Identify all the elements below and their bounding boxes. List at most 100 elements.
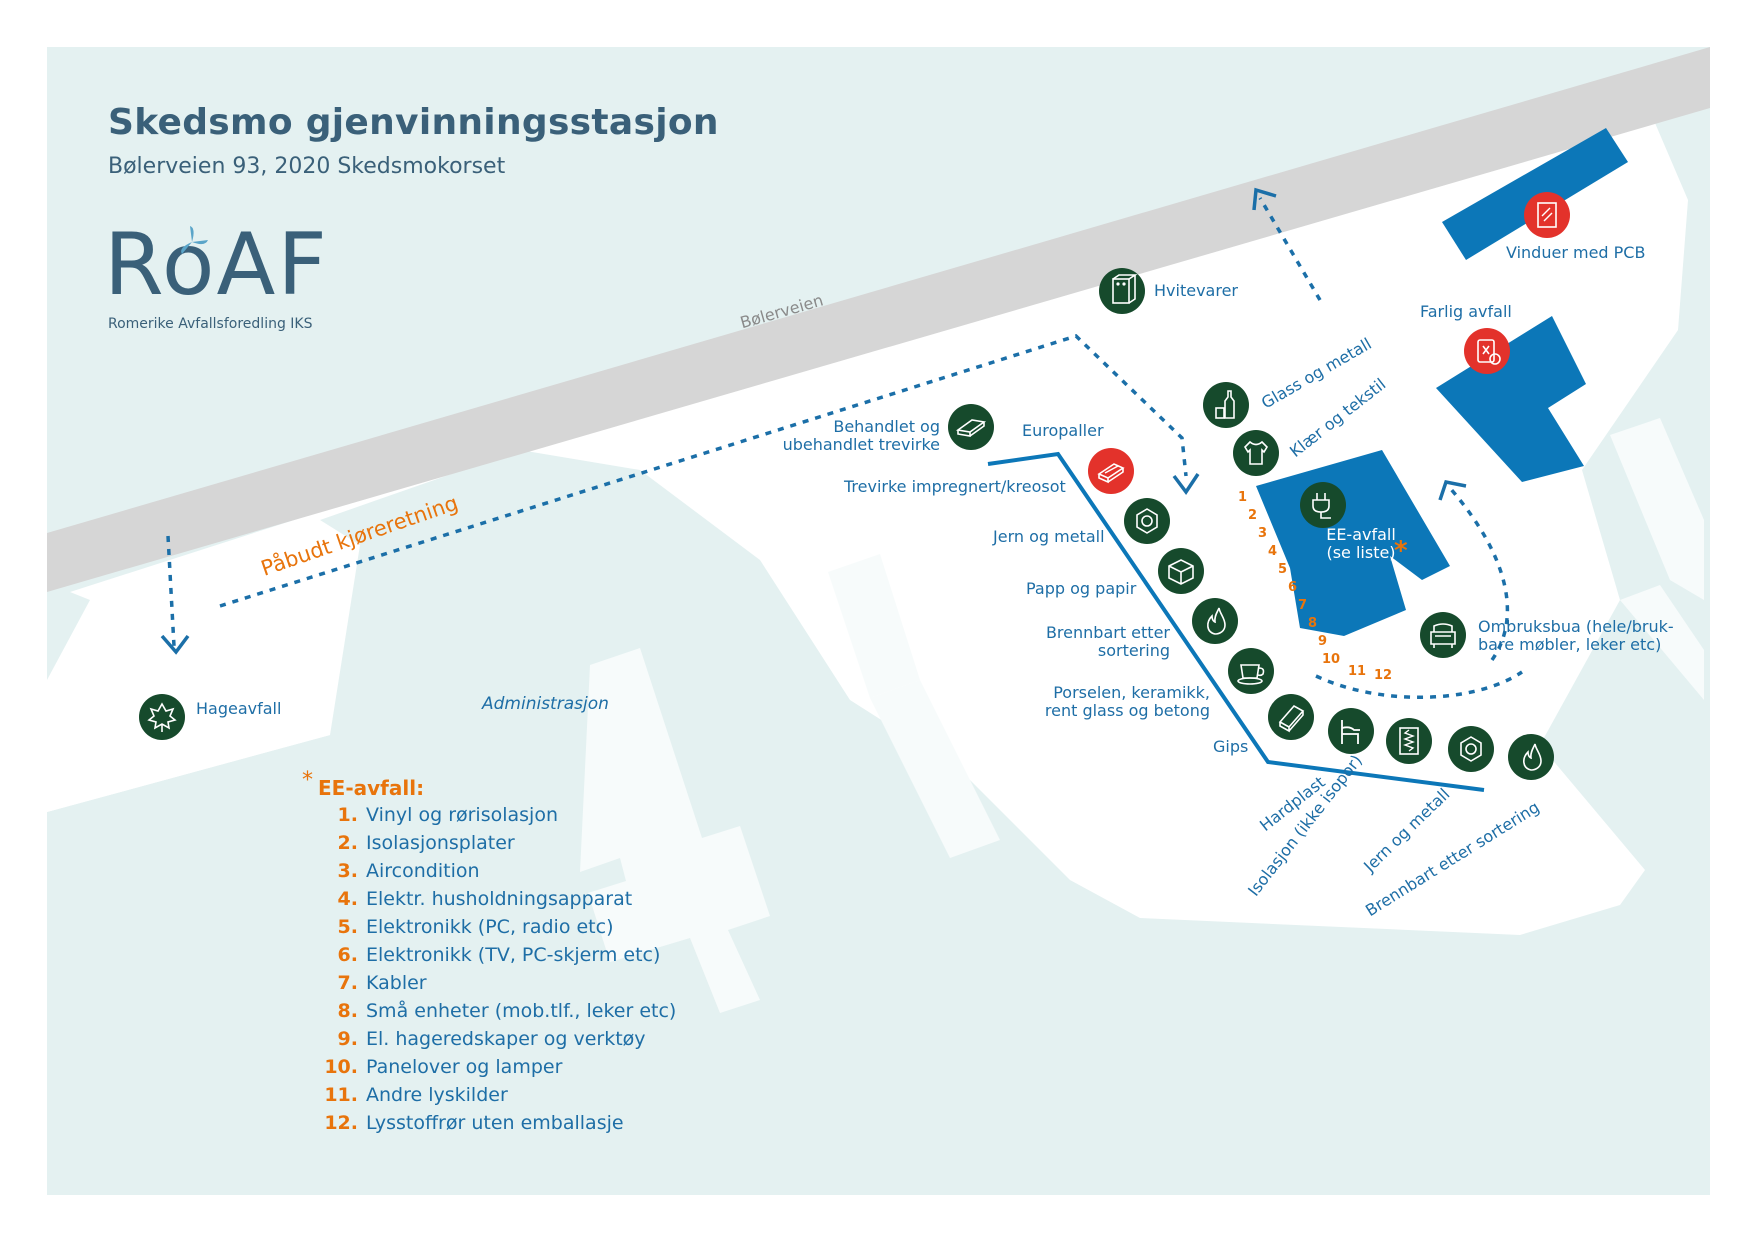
- board-icon[interactable]: [1268, 694, 1314, 740]
- box-icon[interactable]: [1158, 548, 1204, 594]
- label-europaller: Europaller: [1022, 421, 1104, 440]
- label-trevirke-line1: Behandlet og: [833, 417, 940, 436]
- admin-label: Administrasjon: [482, 694, 609, 714]
- nut-icon[interactable]: [1124, 498, 1170, 544]
- legend-item: 5. Elektronikk (PC, radio etc): [318, 916, 676, 944]
- label-porselen: Porselen, keramikk, rent glass og betong: [1000, 684, 1210, 720]
- insulation-icon[interactable]: [1386, 718, 1432, 764]
- bay-number: 5: [1278, 562, 1288, 577]
- label-ombruk-line1: Ombruksbua (hele/bruk-: [1478, 617, 1674, 636]
- nut-icon[interactable]: [1448, 726, 1494, 772]
- legend-item: 4. Elektr. husholdningsapparat: [318, 888, 676, 916]
- bay-number: 1: [1238, 490, 1248, 505]
- label-brennbart-line1: Brennbart etter: [1045, 623, 1170, 642]
- legend-text: Elektronikk (PC, radio etc): [366, 916, 614, 938]
- ee-legend-list: 1. Vinyl og rørisolasjon 2.Isolasjonsplat…: [318, 804, 676, 1140]
- legend-num: 2.: [337, 832, 358, 854]
- pallet-icon[interactable]: [1088, 448, 1134, 494]
- label-trevirke-line2: ubehandlet trevirke: [782, 435, 940, 454]
- legend-num: 5.: [337, 916, 358, 938]
- chair-icon[interactable]: [1328, 708, 1374, 754]
- page-address: Bølerveien 93, 2020 Skedsmokorset: [108, 154, 506, 179]
- admin-building: [580, 648, 770, 1013]
- label-brennbart: Brennbart etter sortering: [1000, 624, 1170, 660]
- label-jern-metall: Jern og metall: [993, 527, 1105, 546]
- legend-text: Kabler: [366, 972, 427, 994]
- window-icon[interactable]: [1524, 192, 1570, 238]
- fridge-icon[interactable]: [1099, 268, 1145, 314]
- legend-item: 12.Lysstoffrør uten emballasje: [318, 1112, 676, 1140]
- bay-number: 3: [1258, 526, 1268, 541]
- cup-icon[interactable]: [1228, 648, 1274, 694]
- label-gips: Gips: [1213, 737, 1249, 756]
- legend-text: Aircondition: [366, 860, 480, 882]
- building-farlig-avfall: [1436, 316, 1586, 482]
- legend-item: 10. Panelover og lamper: [318, 1056, 676, 1084]
- flame-icon[interactable]: [1192, 598, 1238, 644]
- arrow-heads: [160, 187, 1467, 655]
- label-hageavfall: Hageavfall: [196, 699, 282, 718]
- bay-number: 12: [1374, 668, 1393, 683]
- legend-item: 11.Andre lyskilder: [318, 1084, 676, 1112]
- label-porselen-line2: rent glass og betong: [1044, 701, 1210, 720]
- wood-icon[interactable]: [948, 404, 994, 450]
- legend-num: 10.: [324, 1056, 358, 1078]
- shed-a: [828, 554, 920, 698]
- label-ee-line1: EE-avfall: [1326, 525, 1396, 544]
- legend-text: Elektr. husholdningsapparat: [366, 888, 633, 910]
- shed-d: [1620, 585, 1704, 700]
- leaf-icon[interactable]: [139, 694, 185, 740]
- container-row-main: [987, 451, 1485, 792]
- shed-c: [1610, 418, 1704, 600]
- bay-number: 4: [1268, 544, 1278, 559]
- label-porselen-line1: Porselen, keramikk,: [1053, 683, 1210, 702]
- label-papp-papir: Papp og papir: [1026, 579, 1137, 598]
- legend-item: 6. Elektronikk (TV, PC-skjerm etc): [318, 944, 676, 972]
- label-hvitevarer: Hvitevarer: [1154, 281, 1238, 300]
- legend-text: Panelover og lamper: [366, 1056, 563, 1078]
- bottles-icon[interactable]: [1203, 382, 1249, 428]
- legend-title: EE-avfall:: [318, 776, 425, 800]
- legend-text: El. hageredskaper og verktøy: [366, 1028, 646, 1050]
- legend-item: 2.Isolasjonsplater: [318, 832, 676, 860]
- hazard-icon[interactable]: [1464, 328, 1510, 374]
- label-vinduer: Vinduer med PCB: [1506, 243, 1646, 262]
- logo-tagline: Romerike Avfallsforedling IKS: [108, 316, 313, 332]
- label-trevirke-impregnert: Trevirke impregnert/kreosot: [844, 477, 1066, 496]
- legend-text: Lysstoffrør uten emballasje: [366, 1112, 624, 1134]
- legend-item: 3.Aircondition: [318, 860, 676, 888]
- bay-number: 11: [1348, 664, 1367, 679]
- label-ombruksbua: Ombruksbua (hele/bruk- bare møbler, leke…: [1478, 618, 1674, 654]
- shirt-icon[interactable]: [1233, 430, 1279, 476]
- flame-icon[interactable]: [1508, 734, 1554, 780]
- legend-num: 9.: [337, 1028, 358, 1050]
- legend-text: Små enheter (mob.tlf., leker etc): [366, 1000, 677, 1022]
- legend-num: 8.: [337, 1000, 358, 1022]
- label-ombruk-line2: bare møbler, leker etc): [1478, 635, 1662, 654]
- legend-text: Andre lyskilder: [366, 1084, 508, 1106]
- garden-ground: [47, 600, 330, 812]
- legend-item: 1. Vinyl og rørisolasjon: [318, 804, 676, 832]
- legend-num: 6.: [337, 944, 358, 966]
- legend-item: 8. Små enheter (mob.tlf., leker etc): [318, 1000, 677, 1028]
- windmill-logo-icon: [181, 226, 208, 254]
- bay-number: 8: [1308, 616, 1318, 631]
- legend-star-icon: *: [302, 768, 313, 793]
- legend-item: 7.Kabler: [318, 972, 676, 1000]
- label-brennbart-line2: sortering: [1097, 641, 1170, 660]
- bay-number: 7: [1298, 598, 1308, 613]
- plug-icon[interactable]: [1300, 482, 1346, 528]
- armchair-icon[interactable]: [1420, 612, 1466, 658]
- legend-num: 4.: [337, 888, 358, 910]
- bay-number: 9: [1318, 634, 1328, 649]
- legend-num: 1.: [337, 804, 358, 826]
- legend-text: Elektronikk (TV, PC-skjerm etc): [366, 944, 661, 966]
- label-farlig-avfall: Farlig avfall: [1420, 302, 1512, 321]
- ee-star-icon: *: [1394, 536, 1408, 566]
- direction-arrows: [166, 197, 1523, 700]
- road-bolerveien: [47, 47, 1710, 592]
- legend-text: Vinyl og rørisolasjon: [366, 804, 559, 826]
- page-title: Skedsmo gjenvinningsstasjon: [108, 102, 719, 143]
- shed-b: [870, 680, 1000, 858]
- bay-number: 10: [1322, 652, 1341, 667]
